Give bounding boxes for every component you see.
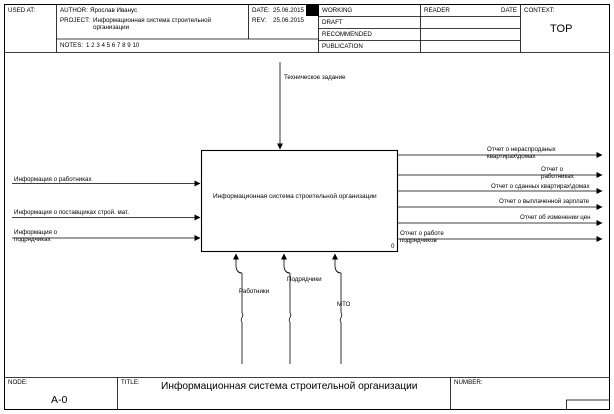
footer-grid (4, 377, 610, 410)
output-label-6: Отчет о работе подрядчиков (400, 230, 444, 245)
input-label-1: Информация о работниках (14, 176, 92, 183)
node-label: NODE: (8, 379, 28, 386)
status-publication: PUBLICATION (322, 43, 363, 50)
header-grid (4, 4, 610, 53)
input-label-3: Информация о подрядчиках (14, 229, 58, 244)
output-label-1: Отчет о нераспроданых квартирах\домах (487, 146, 556, 161)
function-name: Информационная система строительной орга… (213, 193, 377, 200)
mechanism-label-2: Подрядчики (287, 276, 322, 283)
project-label: PROJECT: (60, 17, 90, 24)
notes-label: NOTES: (60, 42, 84, 49)
project-value: Информационная система строительной орга… (93, 17, 211, 32)
mechanism-arrow-1 (233, 253, 244, 364)
control-label-1: Техническое задание (284, 74, 346, 81)
used-at-label: USED AT: (8, 7, 36, 14)
mechanism-label-1: Работники (239, 288, 270, 295)
rev-label: REV: (252, 17, 267, 24)
date-value: 25.06.2015 (273, 7, 304, 14)
page-frame (4, 4, 610, 410)
reader-date-label: DATE (501, 7, 518, 14)
function-box (200, 149, 399, 253)
rev-value: 25.06.2015 (273, 17, 304, 24)
output-label-2: Отчет о работниках (541, 166, 574, 181)
context-value: TOP (550, 23, 573, 35)
status-working: WORKING (322, 7, 353, 14)
output-label-5: Отчет об изменении цен (520, 214, 591, 221)
reader-label: READER (424, 7, 450, 14)
function-number: 0 (391, 243, 395, 250)
mechanism-label-3: МТО (337, 301, 351, 308)
status-draft: DRAFT (322, 19, 343, 26)
status-recommended: RECOMMENDED (322, 31, 372, 38)
output-label-4: Отчет о выплаченной зарплате (499, 198, 590, 205)
node-value: A-0 (51, 394, 68, 406)
output-label-3: Отчет о сданных квартирах\домах (491, 183, 590, 190)
title-value: Информационная система строительной орга… (161, 381, 418, 392)
mechanism-arrow-2 (281, 253, 292, 364)
mechanism-arrow-3 (332, 253, 343, 364)
working-status-marker (306, 5, 319, 16)
input-label-2: Информация о поставщиках строй. мат. (14, 209, 129, 216)
title-label: TITLE: (121, 379, 140, 386)
author-label: AUTHOR: (60, 7, 88, 14)
number-label: NUMBER: (454, 379, 483, 386)
notes-value: 1 2 3 4 5 6 7 8 9 10 (86, 42, 140, 49)
author-value: Ярослав Иванус (90, 7, 138, 14)
context-label: CONTEXT: (524, 7, 555, 14)
date-label: DATE: (252, 7, 270, 14)
